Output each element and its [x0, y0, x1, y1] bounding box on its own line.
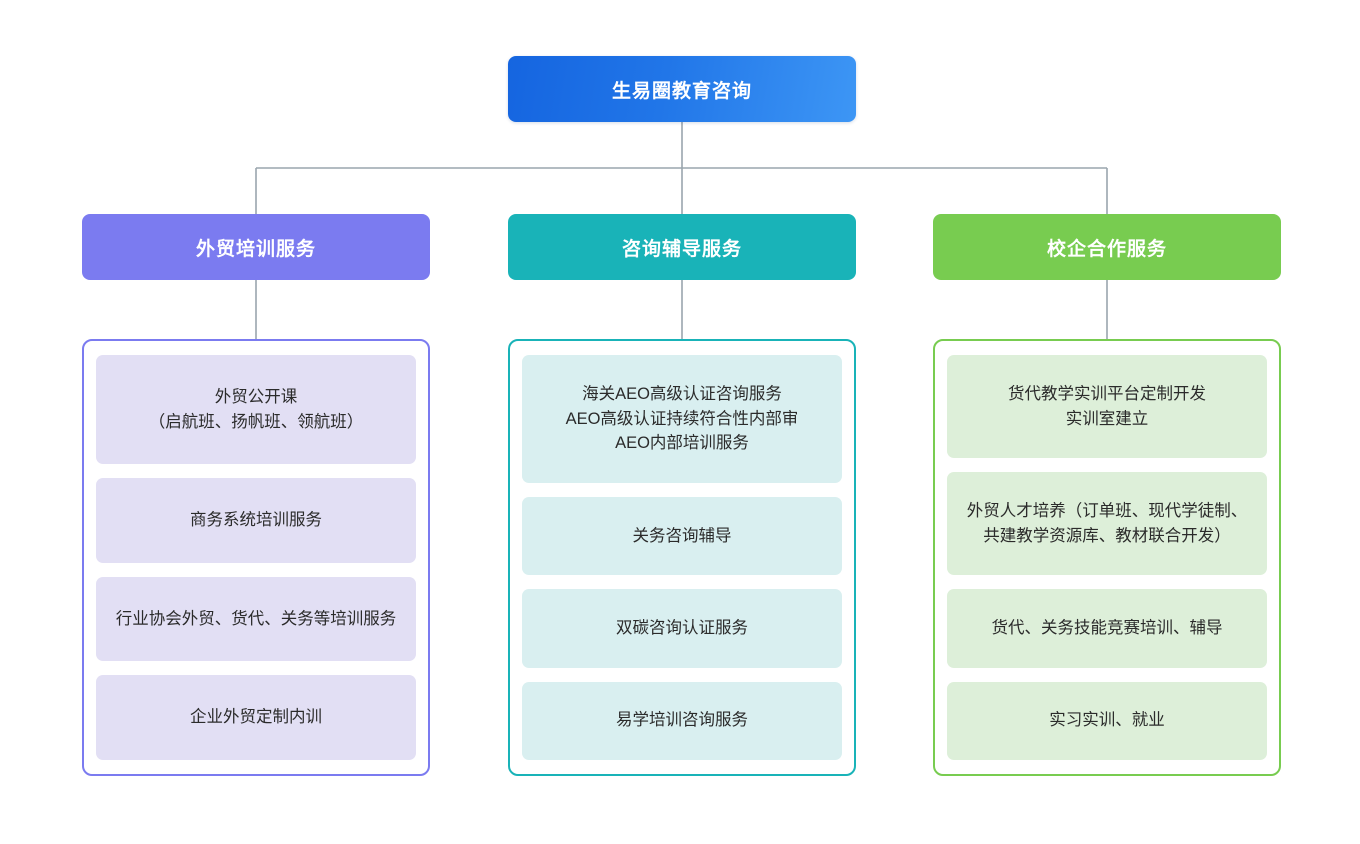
root-node[interactable]: 生易圈教育咨询 — [508, 56, 856, 122]
list-item[interactable]: 实习实训、就业 — [947, 681, 1267, 760]
category-header-label: 校企合作服务 — [1046, 238, 1167, 260]
category-header-consulting[interactable]: 咨询辅导服务 — [508, 214, 856, 280]
list-item[interactable]: 货代、关务技能竞赛培训、辅导 — [947, 589, 1267, 668]
category-header-foreign-trade-training[interactable]: 外贸培训服务 — [82, 214, 430, 280]
list-item[interactable]: 海关AEO高级认证咨询服务 AEO高级认证持续符合性内部审 AEO内部培训服务 — [522, 355, 842, 483]
list-item[interactable]: 易学培训咨询服务 — [522, 681, 842, 760]
list-item[interactable]: 双碳咨询认证服务 — [522, 589, 842, 668]
branch-column-consulting: 咨询辅导服务 — [508, 214, 856, 280]
category-header-label: 咨询辅导服务 — [621, 238, 742, 260]
list-item[interactable]: 货代教学实训平台定制开发 实训室建立 — [947, 355, 1267, 459]
group-box-school-enterprise: 货代教学实训平台定制开发 实训室建立 外贸人才培养（订单班、现代学徒制、共建教学… — [933, 339, 1281, 776]
root-node-label: 生易圈教育咨询 — [611, 80, 752, 102]
list-item[interactable]: 行业协会外贸、货代、关务等培训服务 — [96, 576, 416, 662]
list-item[interactable]: 外贸人才培养（订单班、现代学徒制、共建教学资源库、教材联合开发） — [947, 472, 1267, 576]
list-item[interactable]: 企业外贸定制内训 — [96, 675, 416, 760]
group-box-consulting: 海关AEO高级认证咨询服务 AEO高级认证持续符合性内部审 AEO内部培训服务 … — [508, 339, 856, 776]
list-item[interactable]: 关务咨询辅导 — [522, 496, 842, 576]
branch-column-foreign-trade-training: 外贸培训服务 — [82, 214, 430, 280]
category-header-school-enterprise[interactable]: 校企合作服务 — [933, 214, 1281, 280]
group-box-foreign-trade-training: 外贸公开课 （启航班、扬帆班、领航班） 商务系统培训服务 行业协会外贸、货代、关… — [82, 339, 430, 776]
category-header-label: 外贸培训服务 — [195, 238, 316, 260]
list-item[interactable]: 外贸公开课 （启航班、扬帆班、领航班） — [96, 355, 416, 465]
list-item[interactable]: 商务系统培训服务 — [96, 478, 416, 563]
branch-column-school-enterprise: 校企合作服务 — [933, 214, 1281, 280]
